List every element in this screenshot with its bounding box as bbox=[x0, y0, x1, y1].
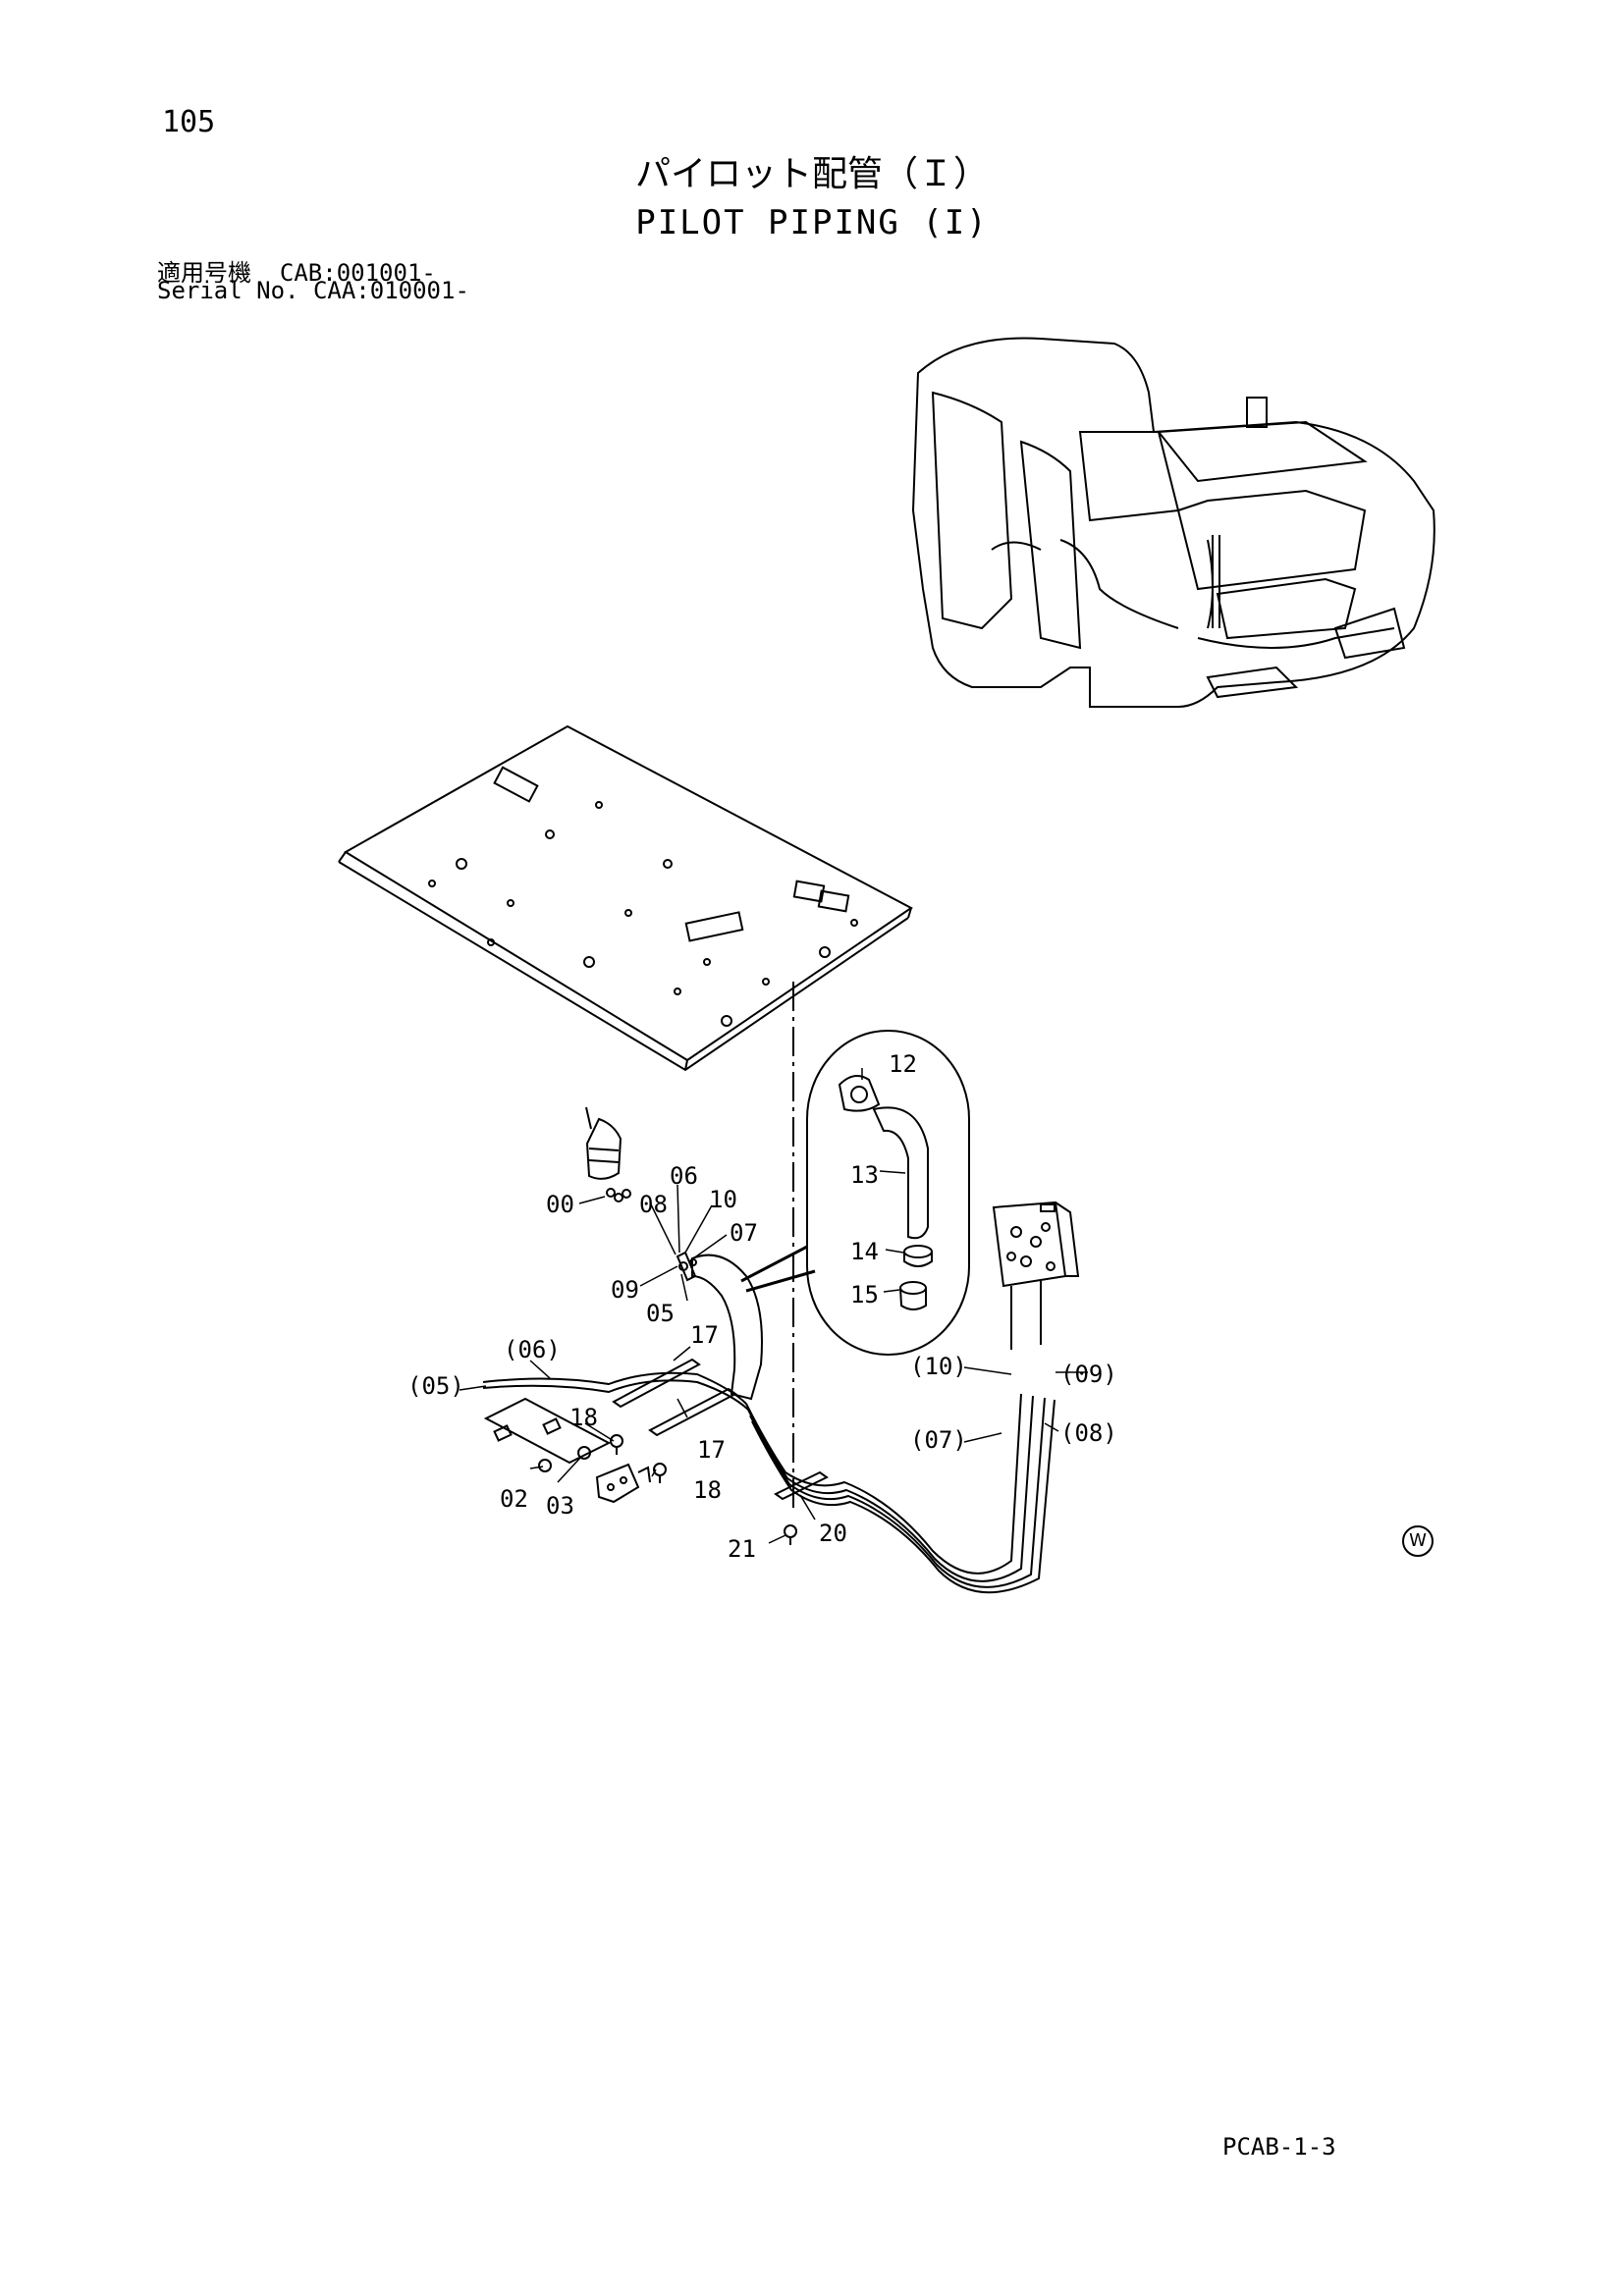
callout-09: 09 bbox=[611, 1276, 639, 1304]
callout-21: 21 bbox=[728, 1535, 756, 1563]
pilot-valve bbox=[585, 1106, 631, 1202]
serial-label-2: Serial No. bbox=[157, 277, 299, 304]
excavator-overview bbox=[911, 337, 1435, 708]
callout-08: 08 bbox=[639, 1191, 668, 1218]
callout-10: 10 bbox=[709, 1186, 737, 1213]
callout-20: 20 bbox=[819, 1520, 847, 1547]
control-valve bbox=[992, 1201, 1080, 1350]
callout-07: 07 bbox=[730, 1219, 758, 1247]
serial-line-2: Serial No. CAA:010001- bbox=[157, 277, 469, 304]
callout-18b: 18 bbox=[693, 1476, 722, 1504]
hose-elbow bbox=[676, 1251, 763, 1401]
reference-code: PCAB-1-3 bbox=[1222, 2133, 1336, 2161]
serial-line-1: 適用号機 CAB:001001- bbox=[157, 253, 436, 288]
floor-plate bbox=[338, 724, 913, 1072]
page-number: 105 bbox=[162, 105, 216, 139]
callout-14: 14 bbox=[850, 1238, 879, 1265]
title-japanese: パイロット配管（Ｉ） bbox=[634, 154, 989, 194]
callout-05-ref: (05) bbox=[407, 1372, 464, 1400]
callout-12: 12 bbox=[889, 1050, 917, 1078]
callout-10-ref: (10) bbox=[910, 1353, 967, 1380]
brackets bbox=[610, 1358, 829, 1545]
serial-label-1: 適用号機 bbox=[157, 259, 251, 287]
callout-13: 13 bbox=[850, 1161, 879, 1189]
callout-06: 06 bbox=[670, 1162, 698, 1190]
callout-17a: 17 bbox=[690, 1321, 719, 1349]
serial-value-2: CAA:010001- bbox=[312, 277, 469, 304]
callout-05: 05 bbox=[646, 1300, 675, 1327]
callout-02: 02 bbox=[500, 1485, 528, 1513]
callout-15: 15 bbox=[850, 1281, 879, 1308]
leader-lines bbox=[459, 1068, 1088, 1544]
callout-18a: 18 bbox=[569, 1404, 598, 1431]
callout-06-ref: (06) bbox=[504, 1336, 561, 1363]
callout-07-ref: (07) bbox=[910, 1426, 967, 1454]
callout-labels: 00 02 03 05 06 07 08 09 10 12 13 14 15 1… bbox=[407, 1050, 1117, 1563]
callout-03: 03 bbox=[546, 1492, 574, 1520]
adapters bbox=[483, 1397, 651, 1504]
w-mark: W bbox=[1402, 1525, 1434, 1557]
title-english: PILOT PIPING (I) bbox=[635, 203, 989, 242]
callout-17b: 17 bbox=[697, 1436, 726, 1464]
detail-view bbox=[740, 1030, 970, 1356]
callout-00: 00 bbox=[546, 1191, 574, 1218]
hose-bundle bbox=[482, 1371, 1056, 1594]
callout-09-ref: (09) bbox=[1060, 1361, 1117, 1388]
callout-08-ref: (08) bbox=[1060, 1419, 1117, 1447]
serial-value-1: CAB:001001- bbox=[279, 259, 436, 287]
